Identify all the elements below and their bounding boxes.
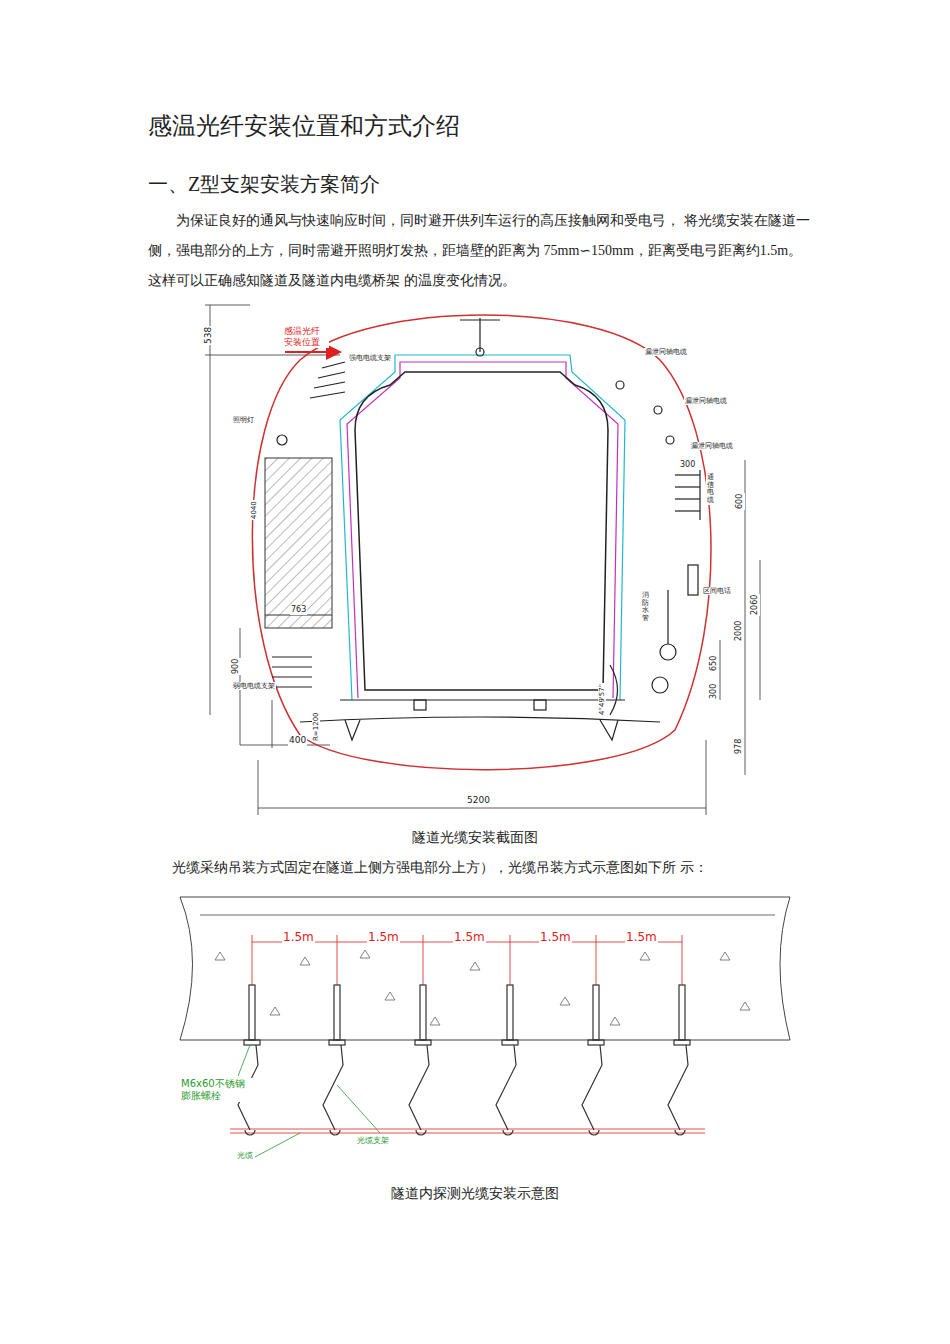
dimension: 538	[203, 326, 214, 345]
dimension: R=1200	[312, 711, 320, 742]
part-label: 消防水管	[641, 592, 650, 623]
dimension: 1.5m	[282, 930, 315, 944]
dimension: 4040	[250, 500, 258, 520]
callout-label: M6x60不锈钢膨胀螺栓	[180, 1078, 254, 1102]
body-text: 光缆采纳吊装方式固定在隧道上侧方强电部分上方），光缆吊装方式示意图如下所 示：	[172, 860, 708, 877]
dimension: 1.5m	[453, 930, 486, 944]
dimension: 2060	[750, 594, 760, 616]
figure-caption: 隧道内探测光缆安装示意图	[391, 1186, 559, 1203]
figure-caption: 隧道光缆安装截面图	[412, 830, 538, 847]
dimension: 4°49'57"	[598, 683, 606, 716]
dimension: 300	[709, 683, 719, 700]
dimension: 1.5m	[625, 930, 658, 944]
callout-label: 光缆	[236, 1151, 254, 1161]
dimension: 5200	[466, 795, 491, 806]
dimension: 650	[709, 655, 719, 672]
part-label: 强电电缆支架	[348, 354, 392, 362]
dimension: 978	[734, 738, 744, 755]
dimension: 400	[288, 735, 307, 746]
dimension: 1.5m	[367, 930, 400, 944]
part-label: 漏泄同轴电缆	[644, 348, 688, 356]
dimension: 900	[231, 658, 241, 675]
part-label: 照明灯	[232, 416, 255, 424]
dimension: 300	[679, 460, 696, 470]
part-label: 弱电电缆支架	[232, 682, 276, 690]
page-title: 感温光纤安装位置和方式介绍	[148, 112, 460, 141]
dimension: 763	[290, 605, 307, 615]
callout-label: 感温光纤 安装位置	[283, 326, 329, 348]
section-heading: 一、Z型支架安装方案简介	[148, 172, 380, 196]
callout-label: 光缆支架	[356, 1136, 390, 1146]
dimension: 600	[735, 493, 745, 510]
part-label: 漏泄同轴电缆	[690, 442, 734, 450]
part-label: 区间电话	[702, 587, 732, 595]
dimension: 2000	[734, 620, 744, 642]
part-label: 通信电缆	[706, 474, 715, 505]
dimension: 1.5m	[539, 930, 572, 944]
body-text: 为保证良好的通风与快速响应时间，同时避开供列车运行的高压接触网和受电弓， 将光缆…	[148, 206, 813, 296]
part-label: 漏泄同轴电缆	[684, 397, 728, 405]
